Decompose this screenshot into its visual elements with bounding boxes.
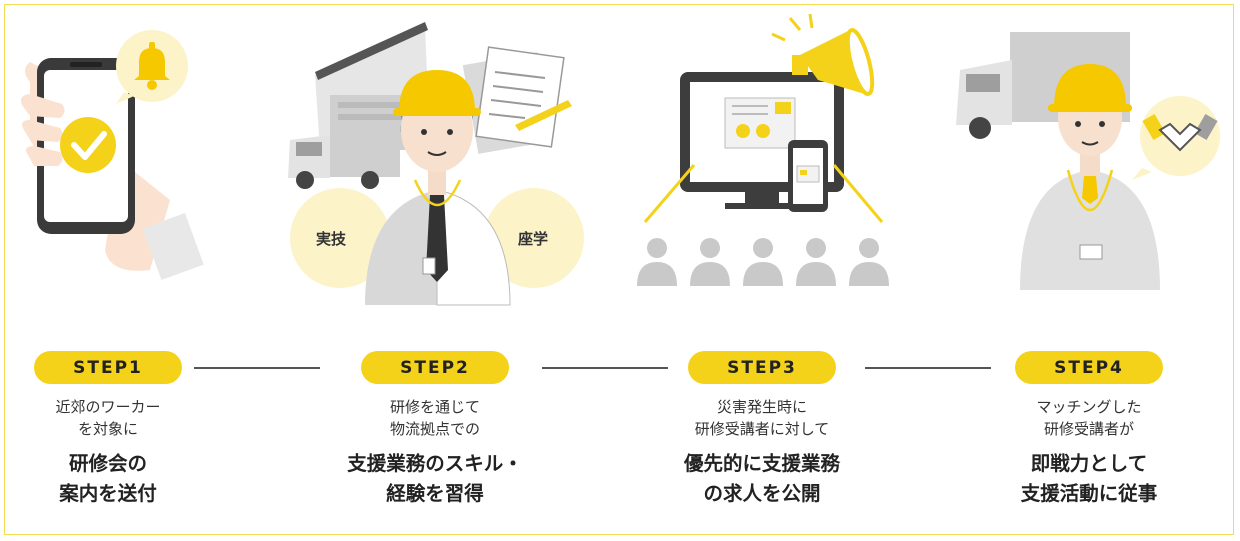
subtitle-line: を対象に <box>77 420 138 438</box>
practical-bubble <box>290 188 390 288</box>
check-icon <box>60 117 116 173</box>
subtitle-line: 災害発生時に <box>716 398 807 416</box>
subtitle-line: 物流拠点での <box>389 420 480 438</box>
step2-pill: STEP2 <box>361 351 509 384</box>
worker-icon <box>1020 64 1160 290</box>
worker-icon <box>365 70 511 306</box>
truck-icon <box>288 122 400 189</box>
heading-line: 支援活動に従事 <box>1020 482 1158 505</box>
subtitle-line: 研修を通じて <box>389 398 480 416</box>
illustration-strip: 実技 座学 <box>21 13 1220 306</box>
classroom-label: 座学 <box>517 230 548 248</box>
step-connector <box>865 367 991 369</box>
step4-description: マッチングした 研修受講者が 即戦力として 支援活動に従事 <box>974 396 1204 509</box>
heading-line: 即戦力として <box>1030 452 1148 475</box>
outer-frame <box>4 4 1234 535</box>
step3-pill: STEP3 <box>688 351 836 384</box>
step3-subtitle: 災害発生時に 研修受講者に対して <box>647 396 877 440</box>
steps-row: STEP1 STEP2 STEP3 STEP4 <box>0 351 1240 385</box>
handshake-icon <box>1132 96 1220 180</box>
subtitle-line: 研修受講者に対して <box>694 420 830 438</box>
heading-line: の求人を公開 <box>703 482 821 505</box>
heading-line: 優先的に支援業務 <box>683 452 840 475</box>
step2-subtitle: 研修を通じて 物流拠点での <box>320 396 550 440</box>
training-illustration: 実技 座学 <box>288 22 584 306</box>
smartphone-icon <box>788 140 828 212</box>
step3-description: 災害発生時に 研修受講者に対して 優先的に支援業務 の求人を公開 <box>647 396 877 509</box>
step-connector <box>542 367 668 369</box>
deployment-illustration <box>956 32 1220 290</box>
step4-heading: 即戦力として 支援活動に従事 <box>974 449 1204 509</box>
step1-subtitle: 近郊のワーカー を対象に <box>0 396 223 440</box>
heading-line: 研修会の <box>68 452 147 475</box>
heading-line: 経験を習得 <box>386 482 484 505</box>
heading-line: 案内を送付 <box>59 482 157 505</box>
step1-pill: STEP1 <box>34 351 182 384</box>
subtitle-line: 研修受講者が <box>1043 420 1134 438</box>
pencil-icon <box>515 100 572 131</box>
subtitle-line: マッチングした <box>1036 398 1142 416</box>
job-posting-illustration <box>637 13 889 286</box>
step2-heading: 支援業務のスキル・ 経験を習得 <box>320 449 550 509</box>
step4-pill: STEP4 <box>1015 351 1163 384</box>
megaphone-icon <box>771 13 875 96</box>
bell-icon <box>116 30 188 104</box>
documents-icon <box>462 46 565 154</box>
subtitle-line: 近郊のワーカー <box>55 398 161 416</box>
heading-line: 支援業務のスキル・ <box>347 452 523 475</box>
step1-heading: 研修会の 案内を送付 <box>0 449 223 509</box>
step3-heading: 優先的に支援業務 の求人を公開 <box>647 449 877 509</box>
classroom-bubble <box>484 188 584 288</box>
phone-notification-illustration <box>21 30 204 281</box>
step4-subtitle: マッチングした 研修受講者が <box>974 396 1204 440</box>
practical-label: 実技 <box>316 230 347 248</box>
step2-description: 研修を通じて 物流拠点での 支援業務のスキル・ 経験を習得 <box>320 396 550 509</box>
person-icon <box>637 238 889 286</box>
step1-description: 近郊のワーカー を対象に 研修会の 案内を送付 <box>0 396 223 509</box>
step-connector <box>194 367 320 369</box>
